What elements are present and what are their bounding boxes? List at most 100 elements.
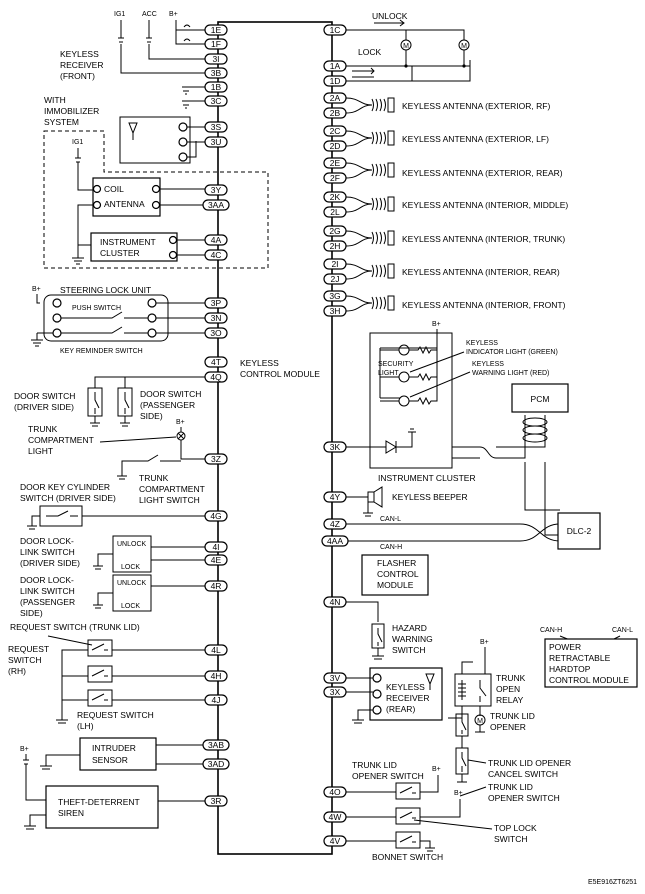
krr-1: KEYLESS	[386, 682, 425, 692]
pcm: PCM	[452, 383, 569, 536]
pin-label: 4T	[211, 357, 221, 367]
pin-label: 2K	[330, 192, 341, 202]
pin-label: 4H	[211, 671, 222, 681]
keyless-receiver-rear: KEYLESS RECEIVER (REAR)	[346, 667, 443, 724]
tlo-1: TRUNK LID	[490, 711, 535, 721]
pin-label: 3C	[211, 96, 222, 106]
tcls-label-3: LIGHT SWITCH	[139, 495, 200, 505]
pin-label: 4R	[211, 581, 222, 591]
is-label-1: INTRUDER	[92, 743, 136, 753]
imm-label-2: IMMOBILIZER	[44, 106, 99, 116]
antenna-label-7: KEYLESS ANTENNA (INTERIOR, FRONT)	[402, 300, 566, 310]
coil-label-1: COIL	[104, 184, 124, 194]
bplus-intruder: B+	[20, 746, 29, 753]
dll-p-lock: LOCK	[121, 603, 140, 610]
tlos-top-1: TRUNK LID	[352, 760, 397, 770]
hazard-switch: HAZARD WARNING SWITCH	[346, 601, 433, 660]
module-label-1: KEYLESS	[240, 358, 279, 368]
pin-label: 3G	[329, 291, 340, 301]
tloc-2: CANCEL SWITCH	[488, 769, 558, 779]
keyless-beeper: KEYLESS BEEPER	[346, 486, 468, 517]
motor-icon: M	[461, 43, 467, 50]
tlo-2: OPENER	[490, 722, 526, 732]
tloc-1: TRUNK LID OPENER	[488, 758, 571, 768]
pin-label: 2G	[329, 226, 340, 236]
antenna-label-3: KEYLESS ANTENNA (EXTERIOR, REAR)	[402, 168, 563, 178]
acc-label: ACC	[142, 11, 157, 18]
pin-label: 3H	[330, 306, 341, 316]
door-lock-link-driver: DOOR LOCK- LINK SWITCH (DRIVER SIDE) UNL…	[20, 535, 205, 573]
pin-label: 4Y	[330, 492, 341, 502]
security-light-2: LIGHT	[378, 370, 399, 377]
can-h-label: CAN-H	[380, 544, 402, 551]
keyless-receiver-front: KEYLESS RECEIVER (FRONT)	[60, 49, 205, 164]
dkc-label-2: SWITCH (DRIVER SIDE)	[20, 493, 116, 503]
prh-3: HARDTOP	[549, 664, 591, 674]
tcl-label-1: TRUNK	[28, 424, 58, 434]
pin-label: 4G	[210, 511, 221, 521]
hazard-2: WARNING	[392, 634, 433, 644]
pin-label: 1B	[211, 82, 222, 92]
tds-label-1: THEFT-DETERRENT	[58, 797, 140, 807]
bottom-right-switches: TRUNK LID OPENER SWITCH B+ B+ TOP LOCK S…	[346, 760, 537, 862]
ds-pass-3: SIDE)	[140, 411, 163, 421]
pin-label: 4I	[212, 542, 219, 552]
right-pins: 1C 1A 1D 2A 2B 2C 2D 2E 2F 2K 2L 2G 2H 2…	[321, 24, 349, 847]
pin-label: 2E	[330, 158, 341, 168]
pin-label: 3AA	[208, 200, 224, 210]
door-lock-link-passenger: DOOR LOCK- LINK SWITCH (PASSENGER SIDE) …	[20, 574, 205, 618]
pin-label: 4Q	[210, 372, 222, 382]
can-l-label: CAN-L	[380, 516, 401, 523]
rs-trunk-label: REQUEST SWITCH (TRUNK LID)	[10, 622, 140, 632]
tcls-label-1: TRUNK	[139, 473, 169, 483]
krr-3: (REAR)	[386, 704, 415, 714]
door-switches: DOOR SWITCH (DRIVER SIDE) DOOR SWITCH (P…	[14, 376, 205, 427]
slu-label: STEERING LOCK UNIT	[60, 285, 151, 295]
keyless-control-module	[217, 21, 333, 855]
antenna-label-6: KEYLESS ANTENNA (INTERIOR, REAR)	[402, 267, 560, 277]
key-reminder-label: KEY REMINDER SWITCH	[60, 348, 143, 355]
pin-label: 3R	[211, 796, 222, 806]
flasher-2: CONTROL	[377, 569, 419, 579]
immobilizer-system: WITH IMMOBILIZER SYSTEM IG1 COIL ANTENNA…	[43, 95, 269, 269]
motor-icon: M	[477, 718, 483, 725]
pin-label: 4C	[211, 250, 222, 260]
ds-pass-1: DOOR SWITCH	[140, 389, 201, 399]
pin-label: 3O	[210, 328, 222, 338]
antenna-label-1: KEYLESS ANTENNA (EXTERIOR, RF)	[402, 101, 550, 111]
pin-label: 3B	[211, 68, 222, 78]
pin-label: 3U	[211, 137, 222, 147]
dll-p-1: DOOR LOCK-	[20, 575, 74, 585]
pin-label: 4Z	[330, 519, 340, 529]
steering-lock-unit: B+ STEERING LOCK UNIT PUSH SWITCH KEY RE…	[31, 285, 205, 355]
tcl-label-2: COMPARTMENT	[28, 435, 94, 445]
ds-driver-2: (DRIVER SIDE)	[14, 402, 74, 412]
imm-label-1: WITH	[44, 95, 66, 105]
instrument-cluster-right: B+ SECURITY LIGHT KEYLESS INDICATOR LIGH…	[346, 321, 558, 483]
pin-label: 4W	[329, 812, 342, 822]
dll-d-2: LINK SWITCH	[20, 547, 75, 557]
bplus-tlos: B+	[432, 766, 441, 773]
rs-lh-2: (LH)	[77, 721, 94, 731]
prh-4: CONTROL MODULE	[549, 675, 629, 685]
pin-label: 3S	[211, 122, 222, 132]
lock-label: LOCK	[358, 47, 381, 57]
flasher-3: MODULE	[377, 580, 414, 590]
dll-p-4: SIDE)	[20, 608, 43, 618]
tlos-top-2: OPENER SWITCH	[352, 771, 424, 781]
flasher-1: FLASHER	[377, 558, 416, 568]
kil-label-2: INDICATOR LIGHT (GREEN)	[466, 349, 558, 356]
pin-label: 2J	[331, 274, 340, 284]
theft-deterrent-siren: THEFT-DETERRENT SIREN	[24, 785, 205, 830]
rs-rh-2: SWITCH	[8, 655, 42, 665]
ic-label-1: INSTRUMENT	[100, 237, 156, 247]
ig1-label-2: IG1	[72, 139, 83, 146]
bplus-relay: B+	[480, 639, 489, 646]
can-l-2: CAN-L	[612, 627, 633, 634]
prh-1: POWER	[549, 642, 581, 652]
door-key-cylinder-switch: DOOR KEY CYLINDER SWITCH (DRIVER SIDE)	[20, 482, 205, 530]
can-bus: CAN-L CAN-H DLC-2	[346, 512, 601, 551]
krf-label-3: (FRONT)	[60, 71, 95, 81]
pin-label: 1D	[330, 76, 341, 86]
